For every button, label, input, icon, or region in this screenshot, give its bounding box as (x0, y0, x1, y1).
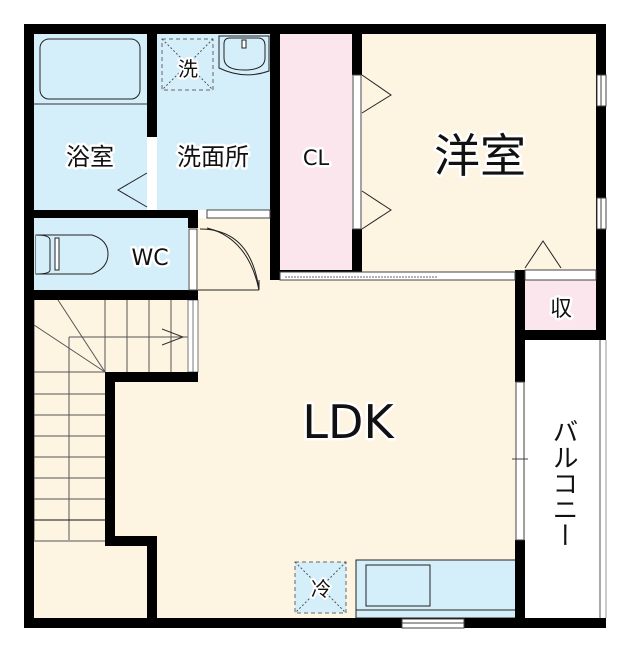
balcony-window (515, 381, 525, 541)
toilet-label: WC (131, 246, 168, 271)
room-labels: 浴室 洗面所 洗 CL 洋室 WC LDK 収 冷 バルコニー (64, 55, 581, 603)
bath-door-icon (117, 172, 148, 208)
balcony-label: バルコニー (548, 418, 578, 548)
closet-doors (352, 74, 362, 230)
walls (24, 24, 606, 628)
openings (148, 74, 607, 629)
sink-icon (365, 564, 431, 607)
fixtures (34, 35, 562, 619)
western-room-label: 洋室 (434, 129, 526, 183)
storage-label: 収 (550, 297, 572, 322)
balcony-floor (525, 340, 606, 618)
fridge-space-label: 冷 (311, 577, 331, 601)
toilet-icon (35, 234, 109, 275)
closet-door-icon-lower (361, 190, 392, 230)
balcony-bottom-wall (515, 618, 606, 628)
washer-space-label: 洗 (178, 57, 198, 81)
ldk-floor (34, 218, 525, 618)
stairs-arrow-icon (161, 328, 185, 346)
storage-floor (525, 280, 596, 330)
storage-door-icon (524, 240, 562, 269)
closet-label: CL (303, 146, 330, 170)
closet-door-icon-upper (361, 74, 392, 114)
washroom-label: 洗面所 (177, 143, 249, 171)
western-room-floor (362, 34, 596, 272)
closet-floor (280, 34, 352, 270)
bathroom-label: 浴室 (66, 143, 114, 171)
bathtub-icon (39, 38, 141, 100)
ldk-label: LDK (302, 395, 395, 449)
